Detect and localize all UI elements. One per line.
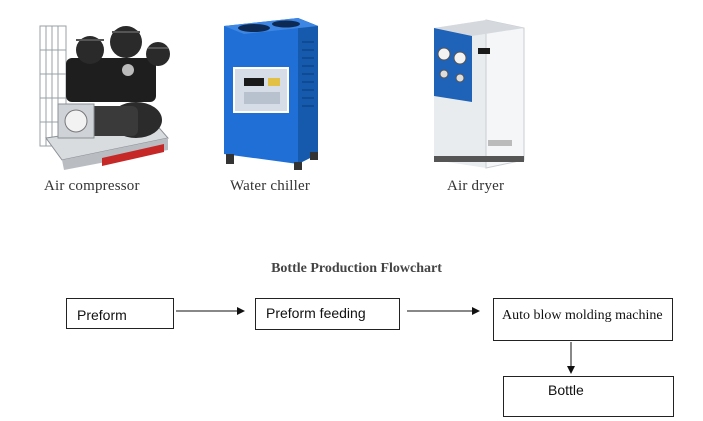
equipment-caption-air-compressor: Air compressor <box>44 178 140 194</box>
flow-step-bottle: Bottle <box>503 376 674 417</box>
flow-step-label: Preform <box>77 307 127 323</box>
air-dryer-image <box>428 10 530 170</box>
equipment-caption-air-dryer: Air dryer <box>447 178 505 194</box>
flow-step-auto-blow-molding-machine: Auto blow molding machine <box>493 298 673 341</box>
water-chiller-image <box>214 12 330 170</box>
flow-step-preform-feeding: Preform feeding <box>255 298 400 330</box>
air-compressor-image <box>36 10 178 172</box>
equipment-caption-water-chiller: Water chiller <box>230 178 311 194</box>
flow-step-preform: Preform <box>66 298 174 329</box>
flow-step-label: Auto blow molding machine <box>502 308 663 323</box>
flow-step-label: Preform feeding <box>266 305 366 321</box>
flow-step-label: Bottle <box>548 382 584 398</box>
flowchart-title: Bottle Production Flowchart <box>271 261 442 276</box>
